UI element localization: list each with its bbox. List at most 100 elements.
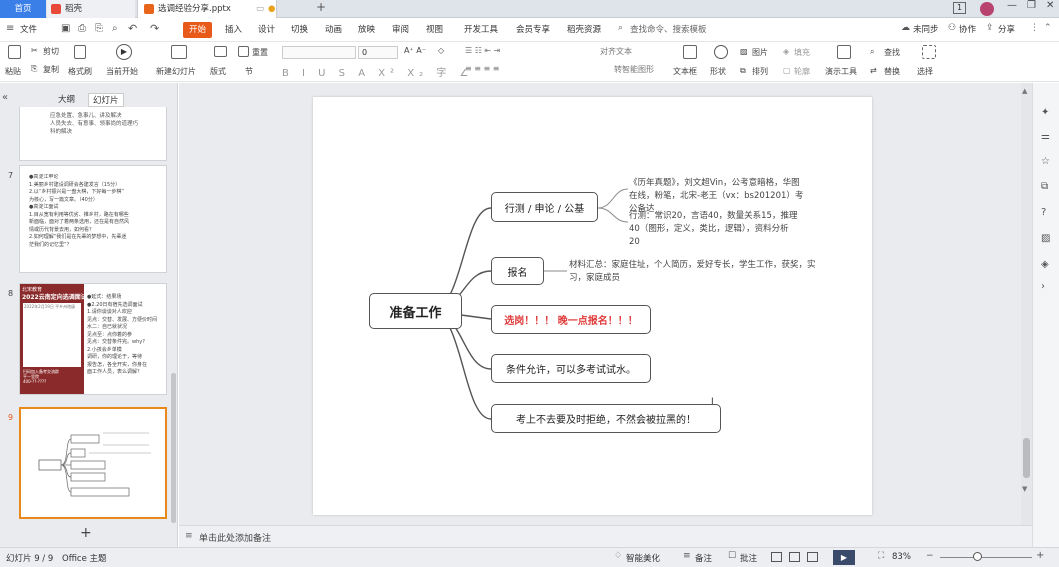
smart-beautify-button[interactable]: 智能美化 — [626, 554, 661, 564]
collapse-panel-icon[interactable]: « — [2, 92, 9, 103]
layout-button[interactable]: 版式 — [210, 67, 226, 76]
select-button[interactable]: 选择 — [917, 67, 933, 76]
tab-start[interactable]: 开始 — [183, 22, 213, 38]
replace-button[interactable]: 替换 — [884, 67, 900, 76]
tab-review[interactable]: 审阅 — [392, 25, 410, 35]
copy-layout-icon[interactable]: ⧉ — [1041, 181, 1049, 192]
paste-button[interactable]: 粘贴 — [5, 67, 21, 76]
redo-icon[interactable]: ↷ — [150, 22, 160, 35]
add-slide-icon[interactable]: + — [80, 525, 92, 541]
location-icon[interactable]: ◈ — [1041, 259, 1049, 270]
tab-view[interactable]: 视图 — [426, 25, 444, 35]
reset-button[interactable]: 重置 — [252, 48, 268, 57]
align-text-button[interactable]: 对齐文本 — [600, 47, 632, 56]
sliders-icon[interactable]: ⚌ — [1041, 131, 1050, 142]
window-badge[interactable]: 1 — [953, 2, 966, 14]
tab-docer[interactable]: 稻壳 — [47, 0, 135, 18]
notes-toggle[interactable]: 备注 — [695, 554, 713, 564]
file-menu[interactable]: 文件 — [20, 25, 38, 35]
scroll-down-icon[interactable]: ▼ — [1022, 485, 1028, 493]
tab-developer[interactable]: 开发工具 — [464, 25, 499, 35]
mindmap-leaf-test-scores[interactable]: 行测：常识20，言语40，数量关系15，推理40（图形，定义，类比，逻辑），资料… — [629, 211, 798, 247]
magic-icon[interactable]: ✦ — [1041, 107, 1050, 118]
play-slideshow-icon[interactable]: ▶ — [833, 550, 855, 565]
print-icon[interactable]: ⎙ — [78, 23, 86, 34]
slide-thumb-7[interactable]: ●高淀江申论 1.美丽乡村建设调研会各建发言（15分） 2.以“乡村振兴是一盘大… — [19, 165, 167, 273]
cut-button[interactable]: 剪切 — [43, 47, 59, 56]
mindmap-branch-try-exams[interactable]: 条件允许，可以多考试试水。 — [491, 354, 651, 383]
align-icons[interactable]: ≡ ≡ ≡ ≡ — [465, 64, 500, 73]
command-search[interactable]: 查找命令、搜索模板 — [630, 25, 707, 35]
mindmap-leaf-materials[interactable]: 材料汇总：家庭住址，个人简历，爱好专长，学生工作，获奖，实习，家庭成员 — [569, 260, 816, 283]
find-button[interactable]: 查找 — [884, 48, 900, 57]
tab-outline[interactable]: 大纲 — [58, 95, 76, 105]
share-button[interactable]: 分享 — [998, 25, 1016, 35]
slide-thumb-9[interactable] — [19, 407, 167, 519]
copy-button[interactable]: 复制 — [43, 65, 59, 74]
notes-bar[interactable]: ≡ 单击此处添加备注 — [179, 525, 1032, 547]
tab-member[interactable]: 会员专享 — [516, 25, 551, 35]
zoom-slider[interactable] — [940, 557, 1032, 558]
fit-window-icon[interactable]: ⛶ — [878, 551, 885, 561]
textbox-button[interactable]: 文本框 — [673, 67, 697, 76]
zoom-out-icon[interactable]: − — [926, 551, 934, 561]
tab-transition[interactable]: 切换 — [291, 25, 309, 35]
menu-icon[interactable]: ≡ — [6, 23, 15, 34]
slide-thumb-6[interactable]: 应急处置、急事儿、讲及解决 人员失去、有意事、领事尚的道理巧 科的解决 — [19, 107, 167, 161]
help-icon[interactable]: ? — [1041, 207, 1047, 218]
tab-home[interactable]: 首页 — [0, 0, 46, 18]
theme-name[interactable]: Office 主题 — [62, 554, 107, 564]
avatar[interactable] — [980, 2, 994, 16]
tab-design[interactable]: 设计 — [258, 25, 276, 35]
tab-insert[interactable]: 插入 — [225, 25, 243, 35]
scroll-up-icon[interactable]: ▲ — [1022, 87, 1028, 95]
expand-panel-icon[interactable]: › — [1041, 281, 1045, 292]
restore-icon[interactable]: ❐ — [1027, 0, 1036, 11]
font-grow-icon[interactable]: A⁺ A⁻ — [404, 46, 426, 55]
normal-view-icon[interactable] — [771, 552, 782, 562]
zoom-in-icon[interactable]: + — [1036, 550, 1045, 561]
scroll-thumb[interactable] — [1023, 438, 1030, 478]
comments-toggle[interactable]: 批注 — [740, 554, 758, 564]
undo-icon[interactable]: ↶ — [128, 22, 138, 35]
list-icons[interactable]: ☰ ☷ ⇤ ⇥ — [465, 46, 501, 55]
mindmap-root[interactable]: 准备工作 — [369, 293, 462, 329]
mindmap-leaf-resources[interactable]: 《历年真题》，刘文超Vin，公考意暗格，华图在线，粉笔，北宋-老王（vx：bs2… — [629, 178, 804, 214]
new-tab-icon[interactable]: + — [316, 0, 327, 14]
mindmap-branch-reject-offer[interactable]: 考上不去要及时拒绝，不然会被拉黑的！ — [491, 404, 721, 433]
zoom-slider-thumb[interactable] — [973, 552, 982, 561]
mindmap-branch-exam-subjects[interactable]: 行测 / 申论 / 公基 — [491, 192, 598, 222]
new-slide-button[interactable]: 新建幻灯片 — [156, 67, 196, 76]
minimize-icon[interactable]: — — [1007, 0, 1017, 11]
tab-slideshow[interactable]: 放映 — [358, 25, 376, 35]
collab-button[interactable]: 协作 — [959, 25, 977, 35]
arrange-button[interactable]: 排列 — [752, 67, 768, 76]
monitor-icon[interactable]: ▭ — [256, 4, 265, 14]
clear-format-icon[interactable]: ◇ — [438, 46, 445, 55]
collapse-ribbon-icon[interactable]: ⌃ — [1044, 23, 1052, 33]
animation-icon[interactable]: ☆ — [1041, 156, 1050, 167]
save-icon[interactable]: ▣ — [61, 23, 71, 34]
reading-view-icon[interactable] — [807, 552, 818, 562]
section-button[interactable]: 节 — [245, 67, 253, 76]
sync-status[interactable]: 未同步 — [913, 25, 939, 35]
tab-document[interactable]: 选调经验分享.pptx ▭ ● — [137, 0, 277, 18]
close-icon[interactable]: ✕ — [1046, 0, 1055, 11]
canvas-scrollbar[interactable]: ▲ ▼ — [1021, 83, 1032, 525]
picture-button[interactable]: 图片 — [752, 48, 768, 57]
font-name-select[interactable] — [282, 46, 356, 59]
export-icon[interactable]: ⎘ — [95, 23, 103, 34]
present-tools-button[interactable]: 演示工具 — [825, 67, 857, 76]
outline-button[interactable]: 轮廓 — [794, 67, 810, 76]
fill-button[interactable]: 填充 — [794, 48, 810, 57]
format-painter-button[interactable]: 格式刷 — [68, 67, 92, 76]
sorter-view-icon[interactable] — [789, 552, 800, 562]
start-current-button[interactable]: 当前开始 — [106, 67, 138, 76]
mindmap-branch-registration[interactable]: 报名 — [491, 257, 544, 285]
notes-placeholder[interactable]: 单击此处添加备注 — [199, 534, 272, 544]
mindmap-branch-select-post[interactable]: 选岗！！！ 晚一点报名！！！ — [491, 305, 651, 334]
panel-scrollbar[interactable] — [171, 373, 176, 523]
smart-shape-button[interactable]: 转智能图形 — [614, 65, 654, 74]
image-icon[interactable]: ▨ — [1041, 233, 1051, 244]
more-icon[interactable]: ⋮ — [1030, 23, 1039, 33]
